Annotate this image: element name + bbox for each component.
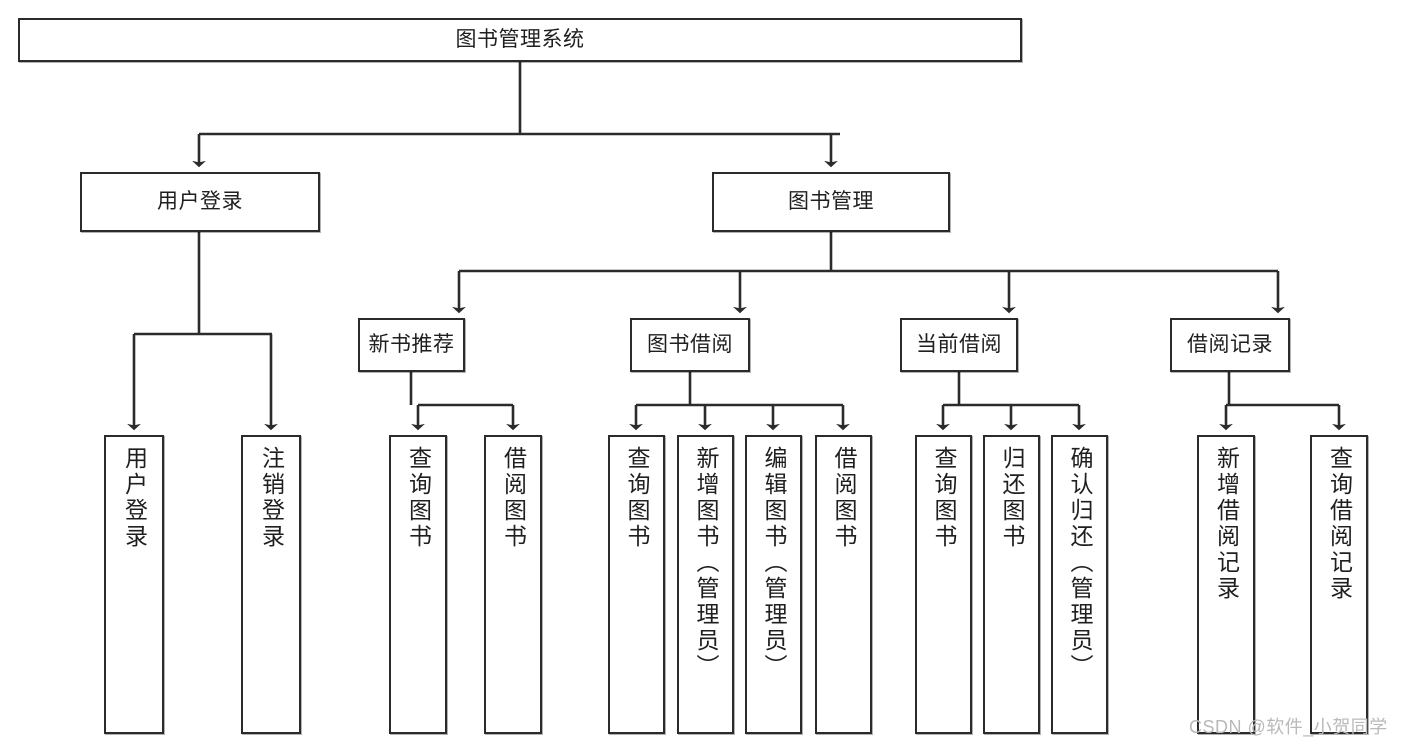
node-root-book-management-system[interactable]: 图书管理系统 xyxy=(18,18,1022,62)
node-label: 图书管理系统 xyxy=(455,27,585,51)
node-leaf-confirm-return-admin[interactable]: 确认归还（管理员） xyxy=(1051,435,1108,734)
node-leaf-query-book-borrow[interactable]: 查询图书 xyxy=(608,435,665,734)
node-leaf-add-book-admin[interactable]: 新增图书（管理员） xyxy=(677,435,734,734)
node-leaf-return-book[interactable]: 归还图书 xyxy=(983,435,1040,734)
node-current-borrow[interactable]: 当前借阅 xyxy=(900,318,1018,372)
node-label: 新书推荐 xyxy=(368,332,455,356)
node-new-book-recommend[interactable]: 新书推荐 xyxy=(358,318,465,372)
node-label: 注销登录 xyxy=(258,446,285,550)
node-leaf-query-book-recommend[interactable]: 查询图书 xyxy=(389,435,447,734)
node-leaf-user-logout[interactable]: 注销登录 xyxy=(241,435,301,734)
csdn-watermark: CSDN @软件_小贺同学 xyxy=(1189,717,1388,737)
node-book-management[interactable]: 图书管理 xyxy=(712,172,950,232)
node-label: 归还图书 xyxy=(999,446,1025,550)
node-leaf-borrow-book-recommend[interactable]: 借阅图书 xyxy=(484,435,542,734)
node-leaf-query-book-current[interactable]: 查询图书 xyxy=(915,435,972,734)
node-leaf-edit-book-admin[interactable]: 编辑图书（管理员） xyxy=(745,435,802,734)
node-label: 用户登录 xyxy=(157,189,243,213)
node-leaf-user-login[interactable]: 用户登录 xyxy=(104,435,164,734)
node-label: 借阅图书 xyxy=(500,446,527,550)
node-label: 查询图书 xyxy=(405,446,432,550)
node-leaf-borrow-book[interactable]: 借阅图书 xyxy=(815,435,872,734)
node-label: 编辑图书（管理员） xyxy=(761,446,787,680)
node-label: 新增图书（管理员） xyxy=(693,446,719,680)
node-label: 当前借阅 xyxy=(916,332,1002,356)
node-label: 查询借阅记录 xyxy=(1326,446,1353,602)
node-label: 确认归还（管理员） xyxy=(1067,446,1093,680)
node-label: 查询图书 xyxy=(931,446,957,550)
node-label: 借阅图书 xyxy=(831,446,857,550)
node-label: 查询图书 xyxy=(624,446,650,550)
node-label: 图书管理 xyxy=(788,189,874,213)
node-user-login[interactable]: 用户登录 xyxy=(80,172,320,232)
node-leaf-add-borrow-record[interactable]: 新增借阅记录 xyxy=(1197,435,1255,734)
node-leaf-query-borrow-record[interactable]: 查询借阅记录 xyxy=(1310,435,1368,734)
node-label: 图书借阅 xyxy=(647,332,733,356)
node-borrow-record[interactable]: 借阅记录 xyxy=(1170,318,1290,372)
node-label: 借阅记录 xyxy=(1187,332,1273,356)
node-label: 新增借阅记录 xyxy=(1213,446,1240,602)
node-book-borrow[interactable]: 图书借阅 xyxy=(630,318,750,372)
node-label: 用户登录 xyxy=(121,446,148,550)
